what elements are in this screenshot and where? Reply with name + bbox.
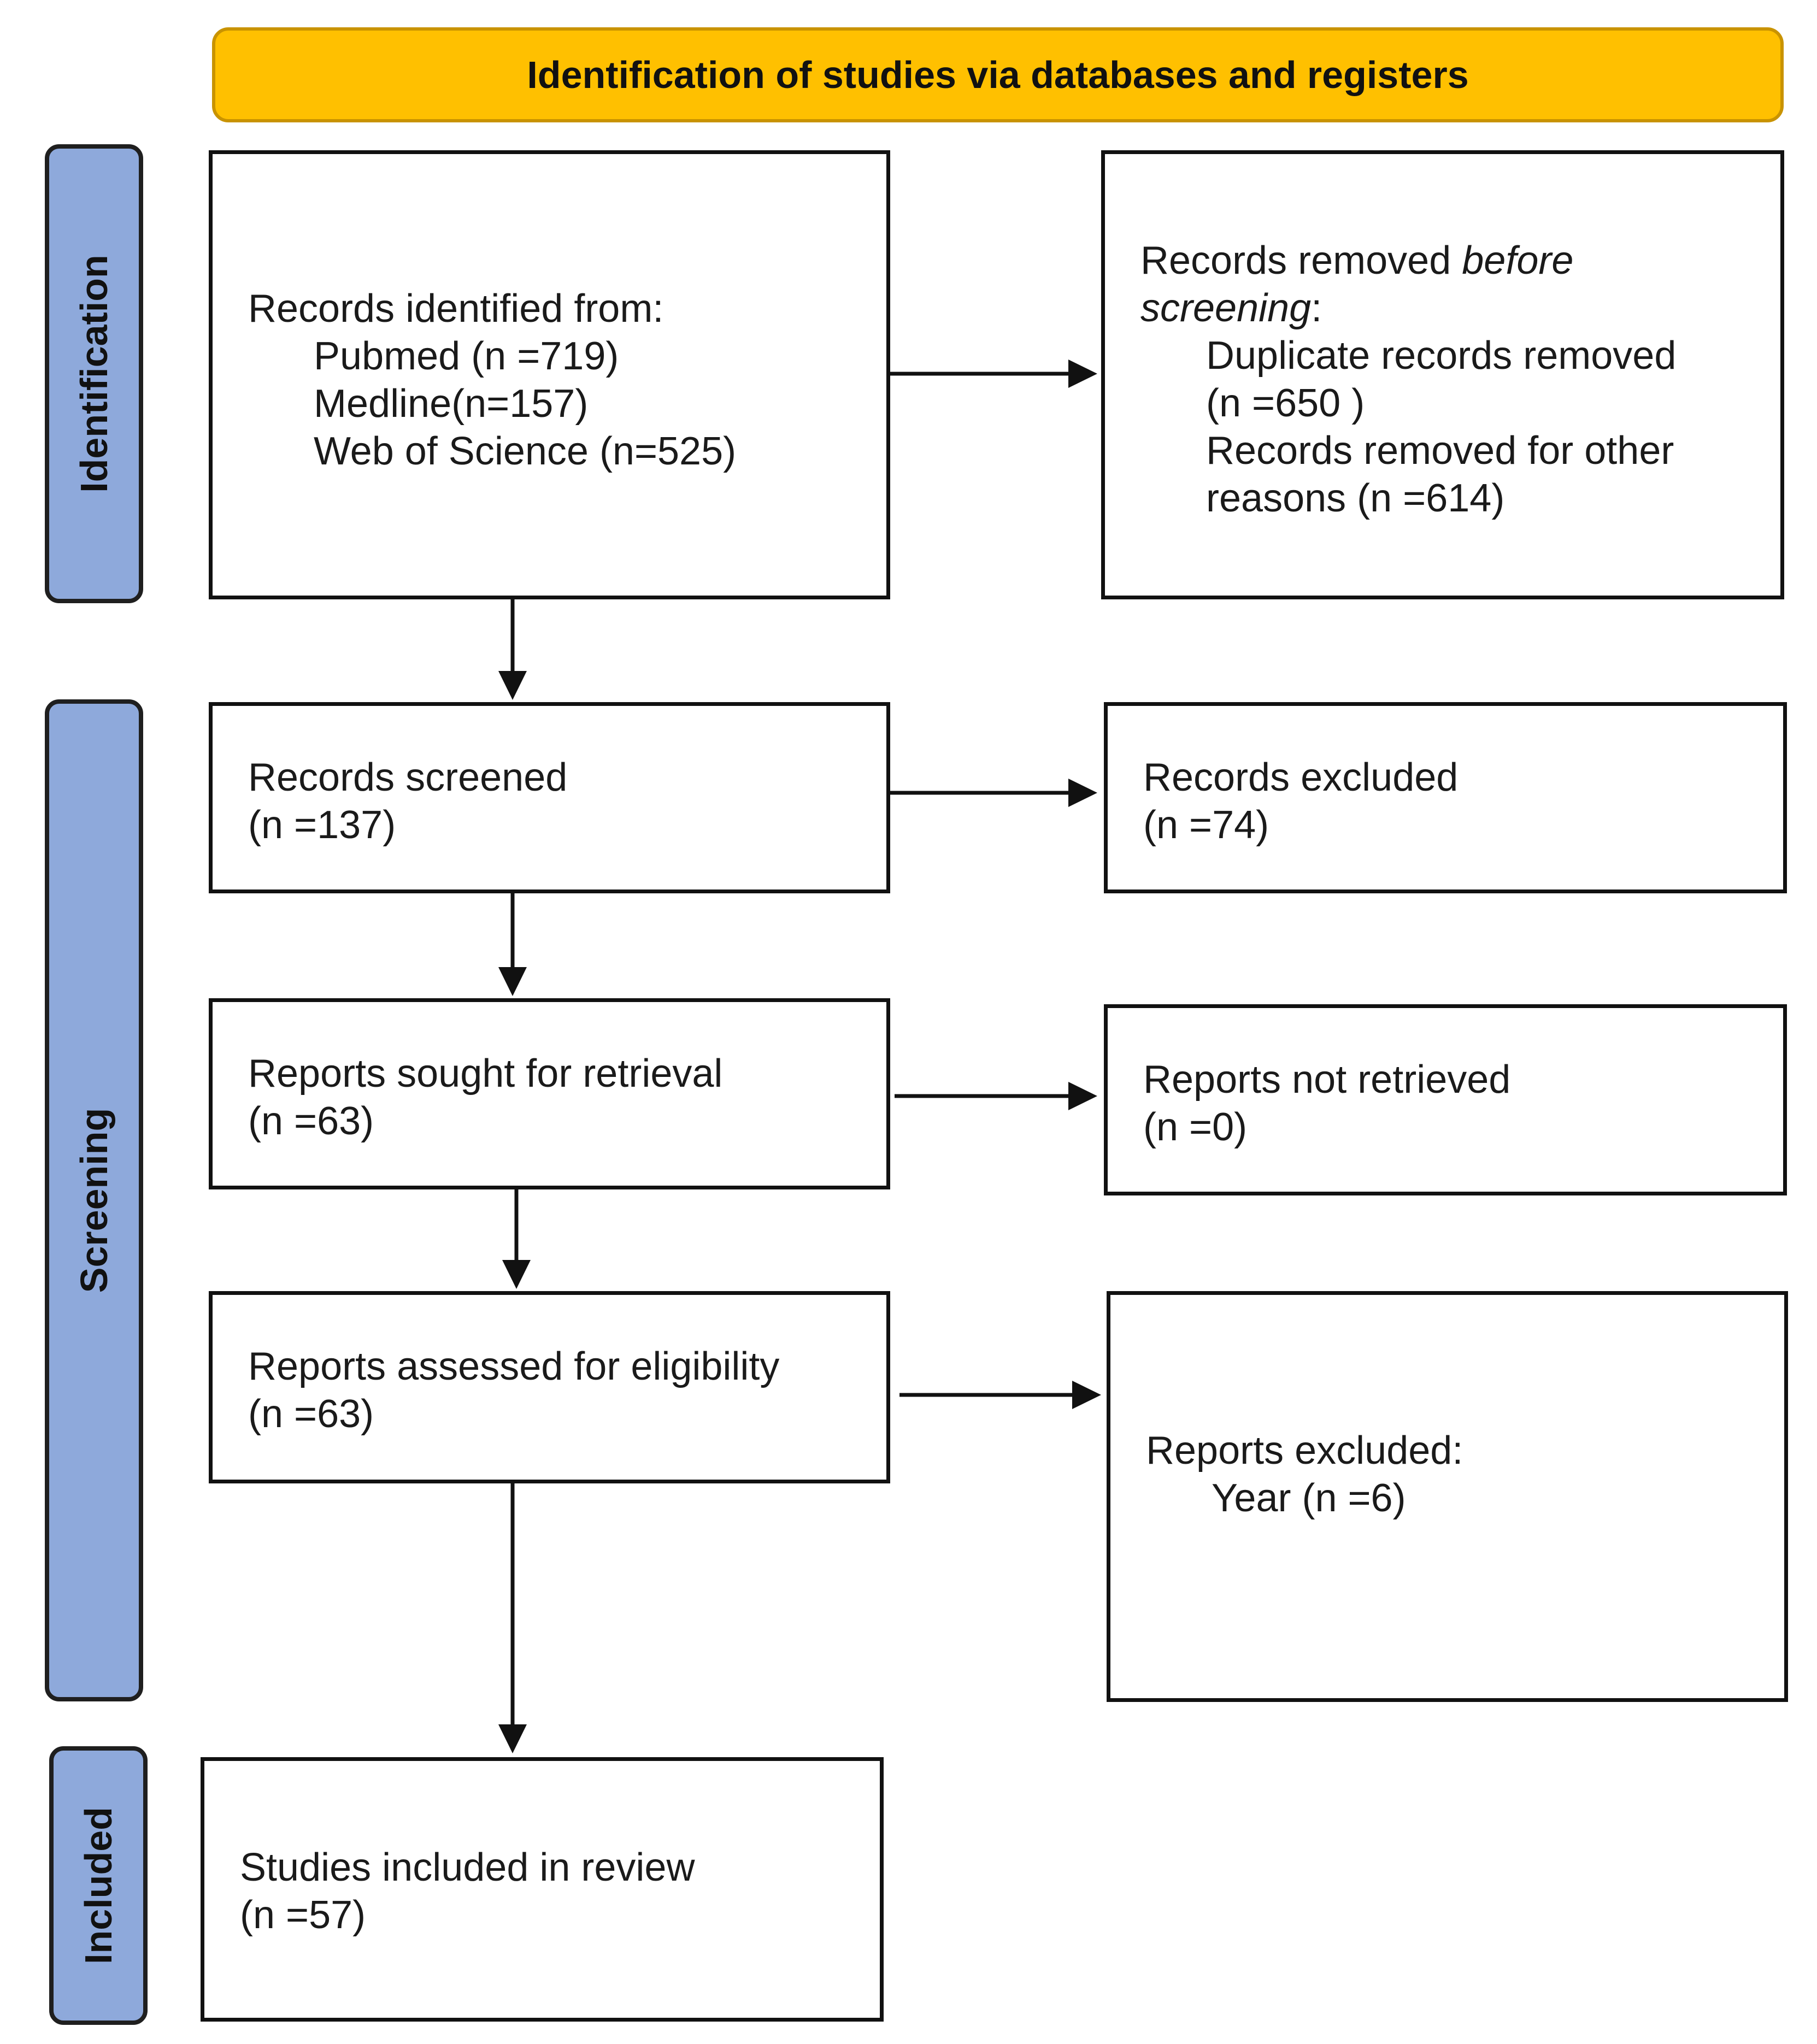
records-removed-heading-italic-screening: screening (1140, 286, 1312, 330)
source-web-of-science: Web of Science (n=525) (314, 429, 737, 473)
records-excluded-count: (n =74) (1143, 803, 1269, 847)
records-identified-heading: Records identified from: (248, 287, 664, 331)
reports-sought-label: Reports sought for retrieval (248, 1052, 723, 1095)
records-excluded-box: Records excluded (n =74) (1104, 702, 1787, 893)
reports-excluded-heading: Reports excluded: (1146, 1429, 1463, 1472)
studies-included-label: Studies included in review (240, 1846, 695, 1889)
phase-header-title: Identification of studies via databases … (527, 54, 1469, 96)
arrow-to-reports-excluded (899, 1381, 1101, 1409)
arrow-to-records-removed (890, 360, 1097, 388)
other-removed-count: reasons (n =614) (1206, 476, 1505, 520)
records-removed-heading-cont: screening: (1140, 285, 1780, 332)
records-removed-box: Records removed before screening: Duplic… (1101, 150, 1784, 599)
reports-sought-count: (n =63) (248, 1099, 374, 1143)
duplicates-removed-label: Duplicate records removed (1206, 334, 1677, 378)
records-screened-label: Records screened (248, 756, 568, 799)
arrow-to-records-screened (498, 599, 527, 700)
reports-assessed-box: Reports assessed for eligibility (n =63) (209, 1291, 890, 1483)
arrow-to-studies-included (498, 1483, 527, 1753)
records-screened-count: (n =137) (248, 803, 396, 847)
duplicates-removed-count: (n =650 ) (1206, 381, 1365, 425)
records-removed-heading-text: Records removed (1140, 239, 1462, 282)
reports-assessed-label: Reports assessed for eligibility (248, 1345, 780, 1388)
source-medline: Medline(n=157) (314, 382, 589, 426)
records-screened-box: Records screened (n =137) (209, 702, 890, 893)
records-removed-heading: Records removed before (1140, 237, 1780, 285)
stage-screening: Screening (45, 699, 143, 1701)
arrow-to-reports-assessed (502, 1189, 531, 1289)
reports-excluded-year: Year (n =6) (1212, 1476, 1406, 1520)
arrow-to-reports-not-retrieved (895, 1082, 1097, 1110)
records-excluded-label: Records excluded (1143, 756, 1459, 799)
reports-not-retrieved-label: Reports not retrieved (1143, 1058, 1511, 1101)
records-removed-heading-italic-before: before (1462, 239, 1574, 282)
source-pubmed: Pubmed (n =719) (314, 334, 619, 378)
arrow-to-reports-sought (498, 893, 527, 996)
stage-identification: Identification (45, 144, 143, 603)
arrow-to-records-excluded (890, 779, 1097, 807)
records-removed-heading-colon: : (1311, 286, 1322, 330)
phase-header: Identification of studies via databases … (212, 27, 1784, 122)
reports-assessed-count: (n =63) (248, 1392, 374, 1436)
reports-not-retrieved-count: (n =0) (1143, 1105, 1248, 1149)
studies-included-count: (n =57) (240, 1893, 366, 1937)
reports-not-retrieved-box: Reports not retrieved (n =0) (1104, 1004, 1787, 1195)
reports-sought-box: Reports sought for retrieval (n =63) (209, 998, 890, 1189)
reports-excluded-box: Reports excluded: Year (n =6) (1107, 1291, 1788, 1702)
studies-included-box: Studies included in review (n =57) (201, 1757, 884, 2022)
other-removed-label: Records removed for other (1206, 429, 1674, 473)
records-identified-box: Records identified from: Pubmed (n =719)… (209, 150, 890, 599)
stage-included: Included (49, 1746, 148, 2025)
